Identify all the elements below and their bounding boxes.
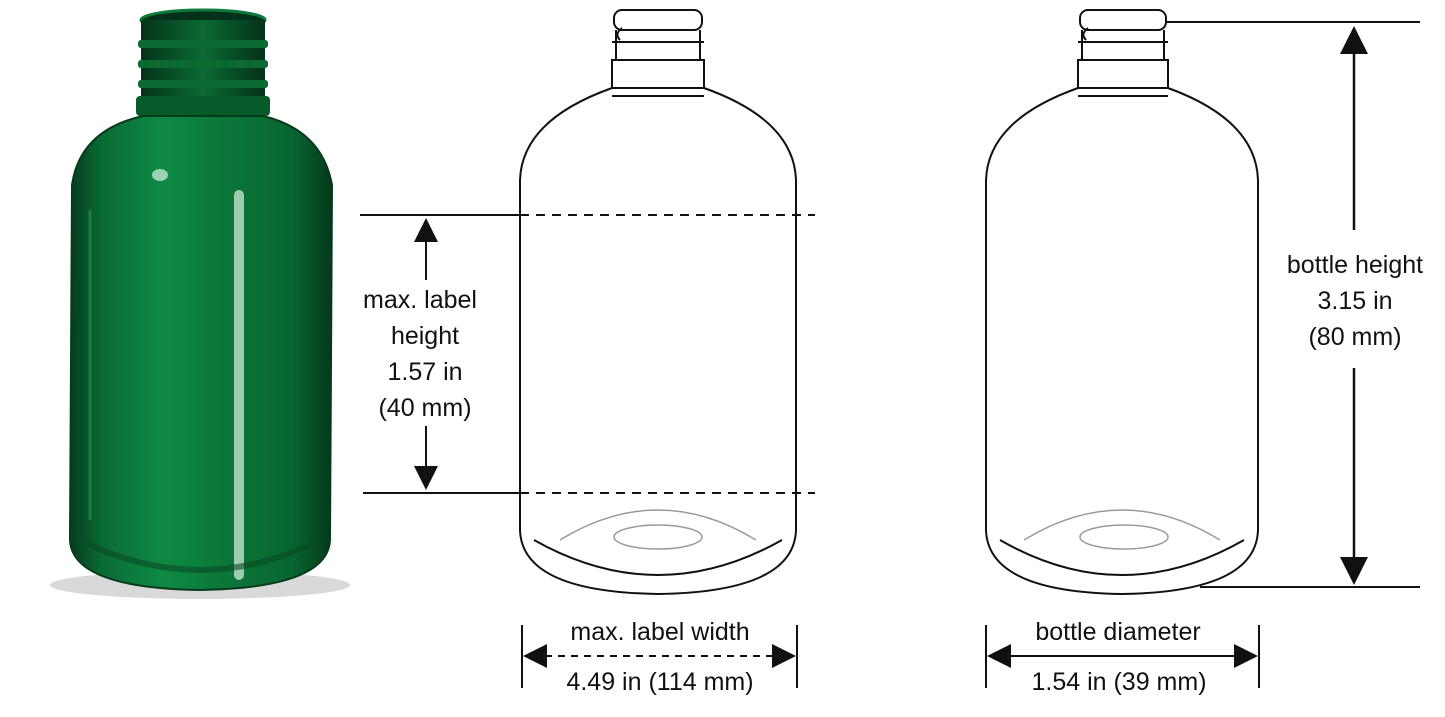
bottle-height-line-3: (80 mm) [1308, 323, 1401, 351]
label-height-line-2: height [391, 322, 459, 350]
bottle-highlight [234, 190, 244, 580]
green-bottle-photo [50, 8, 350, 599]
bottle-height-dimension: bottle height 3.15 in (80 mm) [1287, 26, 1423, 585]
label-width-line-2: 4.49 in (114 mm) [566, 668, 753, 696]
bottle-diameter-line-2: 1.54 in (39 mm) [1031, 668, 1206, 696]
bottle-diameter-line-1: bottle diameter [1035, 618, 1200, 646]
bottle-neck [136, 8, 270, 120]
outline-bottle-label [360, 9, 815, 596]
label-width-dimension: max. label width 4.49 in (114 mm) [521, 618, 798, 696]
label-height-dimension: max. label height 1.57 in (40 mm) [363, 218, 477, 490]
bottle-diameter-dimension: bottle diameter 1.54 in (39 mm) [985, 618, 1260, 696]
bottle-body [68, 115, 334, 592]
label-height-line-3: 1.57 in [387, 358, 462, 386]
bottle-outline-right [985, 87, 1259, 596]
bottle-outline [519, 87, 797, 596]
bottle-height-line-2: 3.15 in [1317, 287, 1392, 315]
label-height-line-4: (40 mm) [378, 394, 471, 422]
label-height-line-1: max. label [363, 286, 477, 314]
label-width-line-1: max. label width [570, 618, 749, 646]
bottle-height-line-1: bottle height [1287, 251, 1423, 279]
outline-bottle-dimensions [985, 9, 1420, 596]
